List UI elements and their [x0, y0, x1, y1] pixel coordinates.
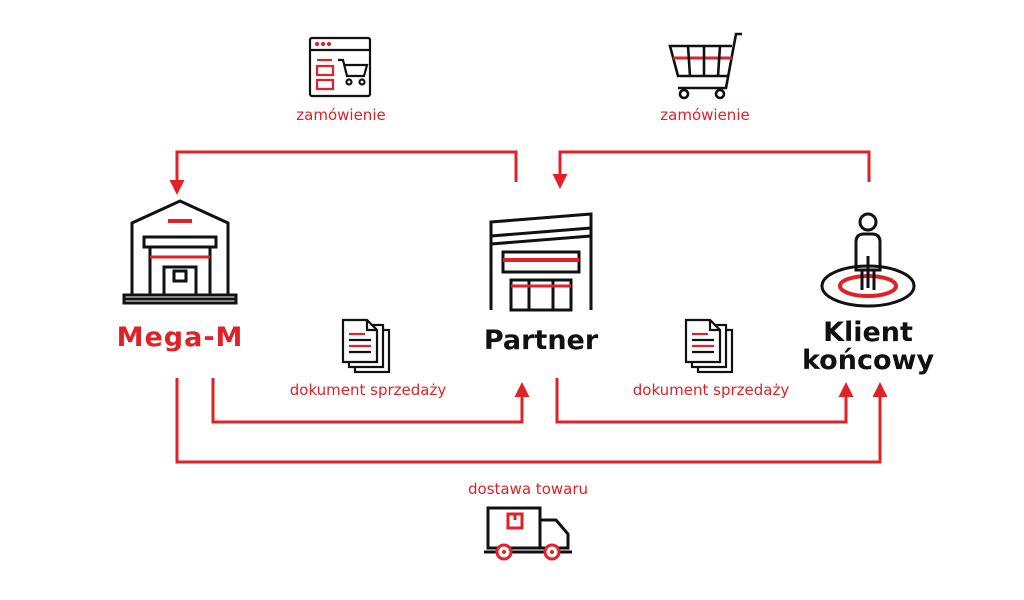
order-label-left: zamówienie — [296, 106, 386, 124]
delivery-truck-icon — [484, 506, 572, 561]
web-shop-cart-icon — [308, 36, 372, 98]
warehouse-icon — [122, 199, 238, 305]
order-arrow-client-to-partner — [552, 150, 871, 189]
partner-label: Partner — [483, 325, 599, 356]
shopping-cart-icon — [668, 32, 742, 100]
client-label-line2: końcowy — [801, 345, 935, 376]
sales-doc-arrow-megam-to-partner — [211, 378, 530, 424]
person-on-target-icon — [820, 212, 916, 308]
store-building-icon — [489, 212, 593, 312]
client-label-line1: Klient — [823, 317, 913, 348]
documents-icon — [341, 318, 391, 374]
documents-icon — [684, 318, 734, 374]
sales-doc-label-left: dokument sprzedaży — [289, 381, 447, 399]
sales-doc-arrow-partner-to-client — [555, 378, 854, 424]
sales-doc-label-right: dokument sprzedaży — [632, 381, 790, 399]
order-arrow-partner-to-megam — [169, 150, 518, 195]
delivery-arrow-megam-to-client — [175, 378, 888, 464]
order-label-right: zamówienie — [660, 106, 750, 124]
megam-logo: Mega-M — [116, 322, 244, 353]
delivery-label: dostawa towaru — [467, 480, 589, 498]
